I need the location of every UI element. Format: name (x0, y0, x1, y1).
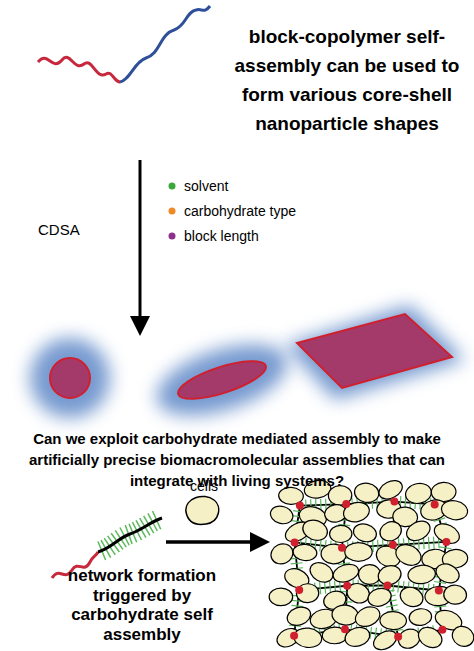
sugar-bristle (320, 582, 321, 594)
cell (285, 604, 314, 628)
shell-block (120, 6, 210, 82)
cell (344, 580, 372, 606)
cell (268, 504, 295, 527)
cylindrical-core (174, 353, 270, 406)
cell (345, 543, 372, 562)
sugar-bristle (291, 605, 303, 606)
cell (431, 482, 457, 503)
glyco-block (98, 518, 162, 552)
parameter-label: carbohydrate type (184, 202, 384, 220)
core-block (38, 57, 120, 82)
crosslink-points (290, 498, 450, 641)
cell (351, 521, 378, 544)
crosslink-node (343, 582, 351, 590)
sugar-bristle (423, 583, 424, 595)
process-label: CDSA (38, 221, 98, 239)
cell (380, 611, 407, 630)
cell (433, 560, 462, 586)
cell (407, 564, 436, 585)
crosslink-node (291, 538, 299, 546)
bullet (169, 233, 176, 240)
crosslink-node (342, 500, 350, 508)
cell (449, 622, 474, 650)
network-caption: network formation triggered by carbohydr… (52, 566, 232, 644)
sugar-bristle (398, 581, 399, 593)
crosslink-node (295, 586, 303, 594)
shell-glow (148, 330, 296, 429)
crosslink-node (341, 625, 349, 633)
crosslink-node (435, 587, 443, 595)
sugar-bristle (433, 537, 435, 549)
bullet (169, 183, 176, 190)
cell (269, 588, 293, 606)
cell (376, 477, 405, 503)
crosslink-node (438, 626, 446, 634)
cell (403, 517, 433, 545)
sugar-bristle (440, 547, 452, 549)
bullet (169, 208, 176, 215)
sugar-bristle (330, 581, 331, 593)
cell-cluster (268, 477, 474, 651)
cell (331, 561, 361, 585)
arrow-head (250, 532, 270, 552)
platelet-core (297, 314, 452, 388)
process-arrow (166, 540, 252, 544)
crosslink-node (390, 498, 398, 506)
cell (366, 586, 394, 609)
intro-text: block-copolymer self-assembly can be use… (220, 22, 474, 138)
shell-glow (30, 338, 110, 418)
crosslink-node (338, 544, 346, 552)
cell (186, 496, 219, 524)
cell (307, 559, 337, 586)
polymer-network (289, 496, 452, 642)
question-text: Can we exploit carbohydrate mediated ass… (8, 428, 466, 491)
cell (415, 623, 445, 651)
cell (341, 500, 371, 525)
cell (377, 518, 405, 544)
sugar-bristle (370, 627, 372, 639)
crosslink-node (290, 632, 298, 640)
parameter-label: solvent (184, 177, 384, 195)
cell (352, 603, 382, 630)
cell (431, 520, 462, 547)
cell (296, 583, 319, 603)
crosslink-node (389, 541, 397, 549)
crosslink-node (431, 500, 439, 508)
sugar-bristle (291, 563, 303, 564)
cells-label: cells (190, 478, 250, 494)
crosslink-node (296, 502, 304, 510)
parameter-label: block length (184, 227, 384, 245)
cell (321, 544, 347, 564)
crosslink-node (383, 582, 391, 590)
cell (358, 564, 380, 584)
cell (408, 607, 432, 626)
cell (397, 584, 426, 610)
sugar-bristle (320, 539, 321, 551)
cell (329, 525, 352, 543)
arrow-head (130, 316, 150, 336)
crosslink-node (394, 633, 402, 641)
sugar-bristle (386, 605, 398, 607)
process-arrow (139, 160, 142, 318)
cell (353, 482, 380, 505)
crosslink-node (442, 538, 450, 546)
sugar-bristle (325, 582, 326, 594)
cell (443, 584, 467, 605)
shell-glow (285, 305, 465, 400)
cell (440, 499, 469, 522)
sugar-bristle (428, 537, 430, 549)
cell (300, 517, 330, 544)
cell (331, 604, 359, 627)
spherical-core (50, 358, 90, 398)
